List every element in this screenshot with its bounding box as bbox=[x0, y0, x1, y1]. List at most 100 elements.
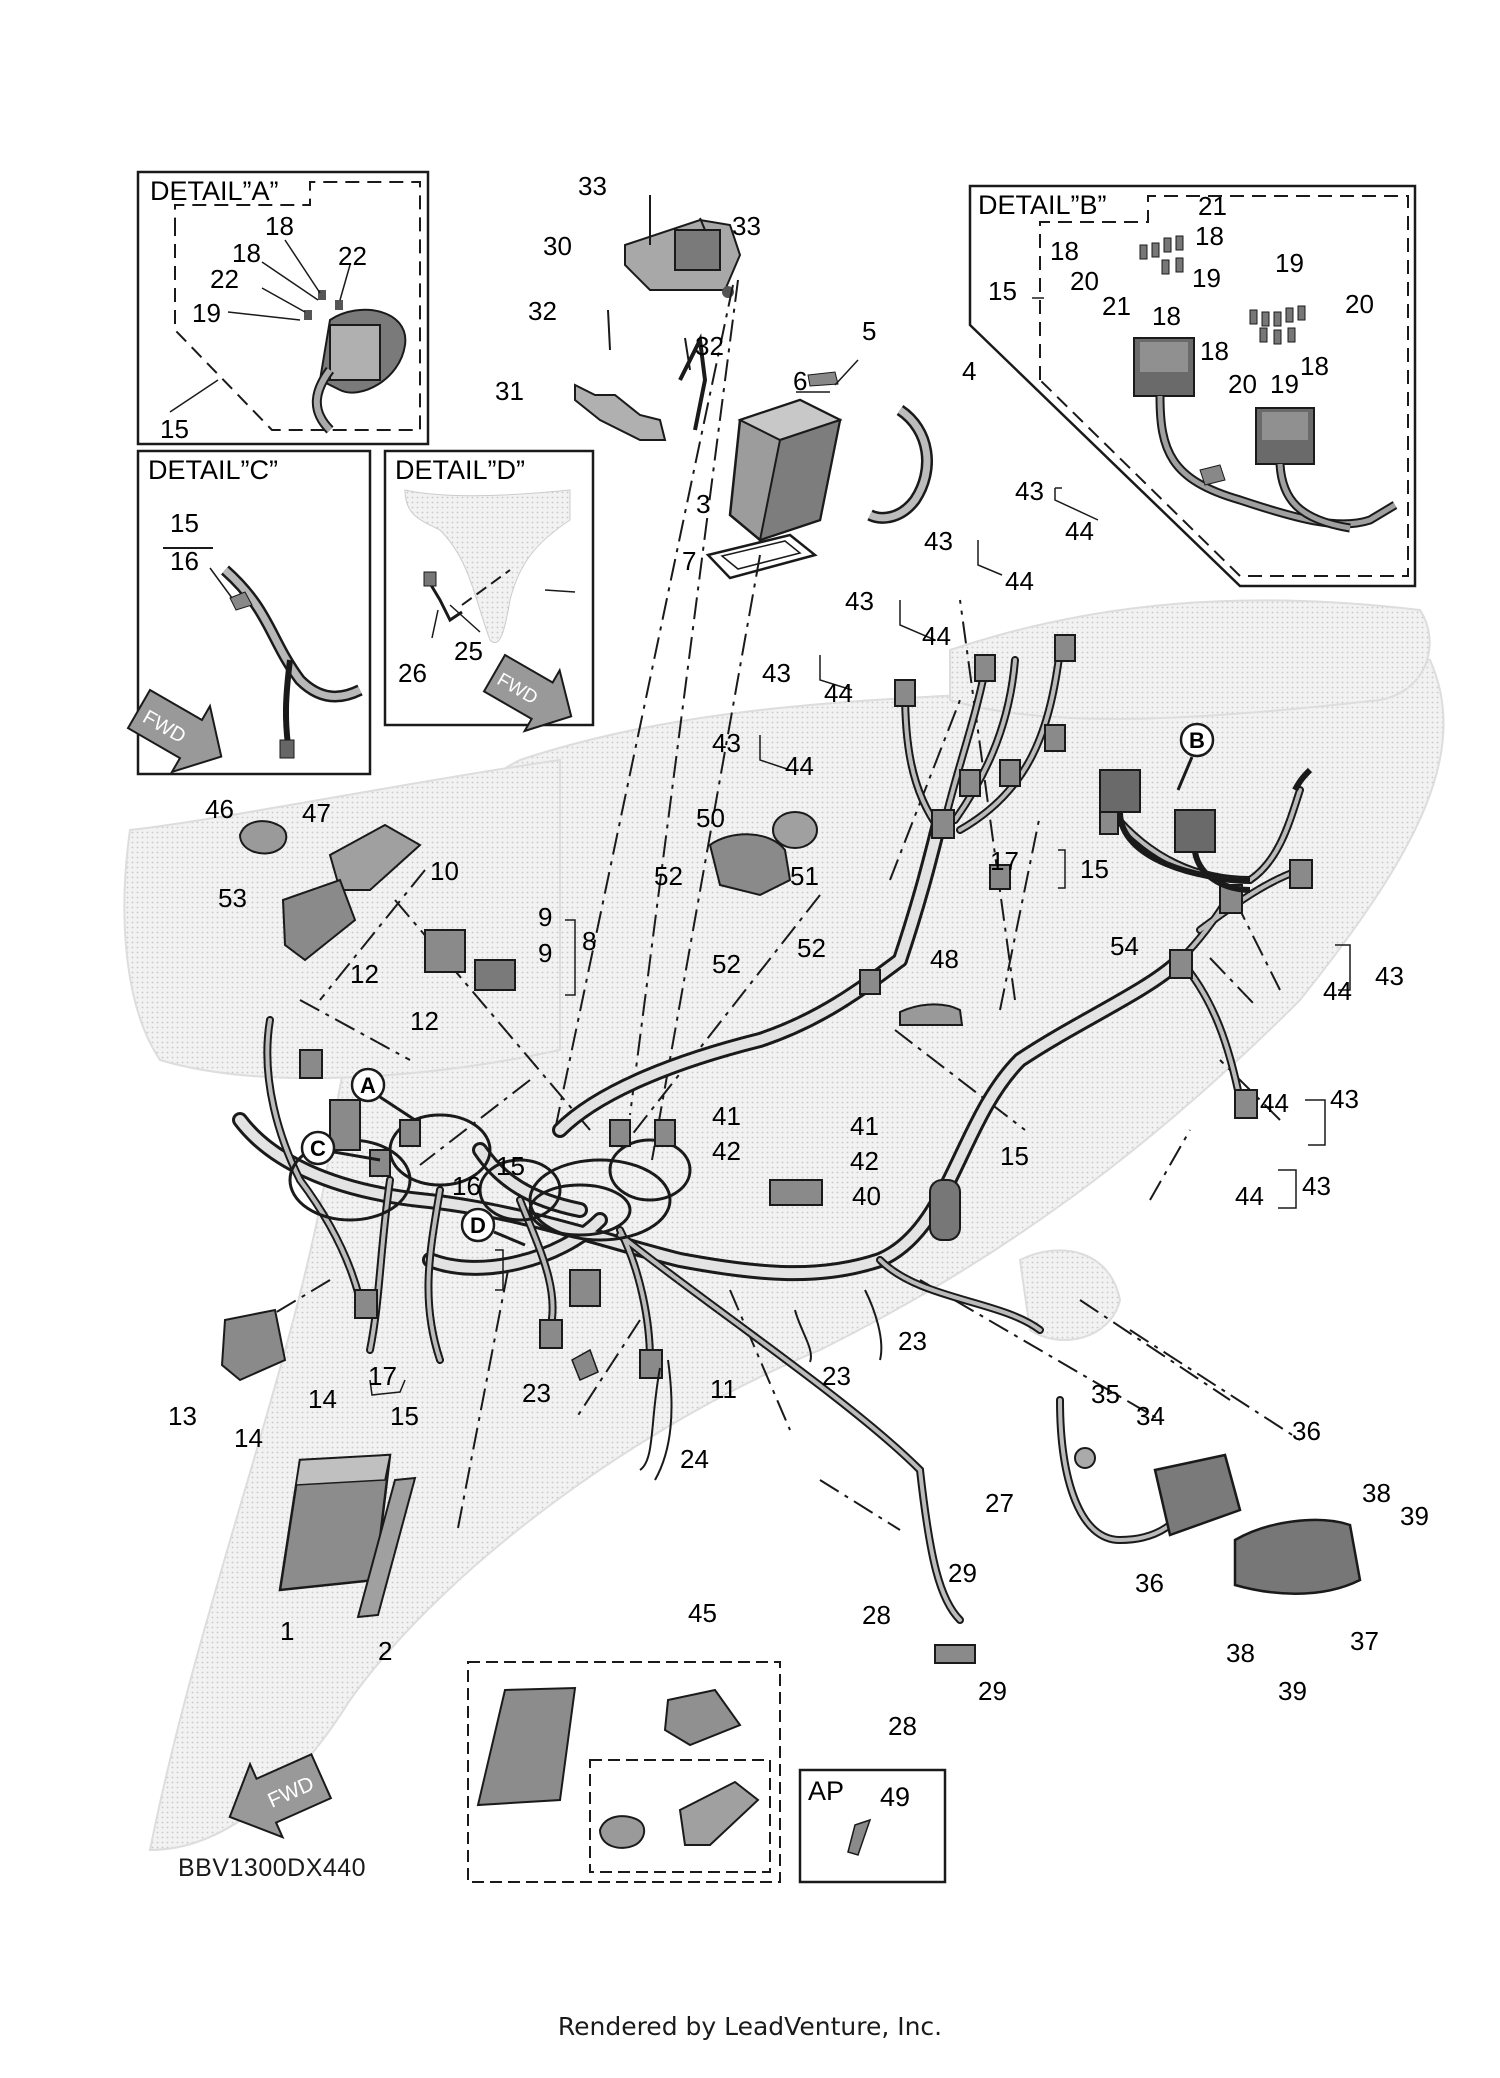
part-number-label: 41 bbox=[850, 1111, 879, 1141]
main-wire-harness bbox=[232, 634, 1313, 1624]
part-number-label: 15 bbox=[160, 414, 189, 444]
part-number-label: 36 bbox=[1292, 1416, 1321, 1446]
part-number-label: 43 bbox=[762, 658, 791, 688]
part-number-label: 42 bbox=[712, 1136, 741, 1166]
part-number-label: 21 bbox=[1198, 191, 1227, 221]
part-number-label: 52 bbox=[712, 949, 741, 979]
part-number-label: 52 bbox=[654, 861, 683, 891]
diagram-code: BBV1300DX440 bbox=[178, 1854, 367, 1882]
part-number-label: 36 bbox=[1135, 1568, 1164, 1598]
detail-c-panel: DETAIL”C” FWD bbox=[126, 449, 372, 776]
part-number-label: 54 bbox=[1110, 931, 1139, 961]
part-number-label: 48 bbox=[930, 944, 959, 974]
detail-b-panel: DETAIL”B” bbox=[968, 184, 1417, 588]
part-number-label: 16 bbox=[170, 546, 199, 576]
part-number-label: 18 bbox=[265, 211, 294, 241]
part-number-label: 44 bbox=[1005, 566, 1034, 596]
part-number-label: 19 bbox=[192, 298, 221, 328]
callout-c: C bbox=[300, 1130, 381, 1166]
battery-assembly bbox=[544, 195, 933, 593]
ap-label: AP bbox=[808, 1776, 844, 1806]
part-number-label: 24 bbox=[680, 1444, 709, 1474]
detail-d-title: DETAIL”D” bbox=[395, 455, 525, 485]
fwd-arrow-c: FWD bbox=[126, 688, 223, 774]
part-number-label: 51 bbox=[790, 861, 819, 891]
svg-text:A: A bbox=[360, 1073, 376, 1098]
part-number-label: 20 bbox=[1345, 289, 1374, 319]
part-number-label: 40 bbox=[852, 1181, 881, 1211]
part-number-label: 19 bbox=[1275, 248, 1304, 278]
part-number-label: 44 bbox=[1323, 976, 1352, 1006]
fwd-arrow-d: FWD bbox=[482, 653, 573, 733]
part-number-label: 18 bbox=[1050, 236, 1079, 266]
part-number-label: 43 bbox=[1015, 476, 1044, 506]
part-number-label: 44 bbox=[1260, 1088, 1289, 1118]
svg-text:C: C bbox=[310, 1136, 326, 1161]
part-number-label: 32 bbox=[695, 331, 724, 361]
part-number-label: 6 bbox=[793, 366, 807, 396]
part-number-label: 43 bbox=[1302, 1171, 1331, 1201]
part-number-label: 33 bbox=[732, 211, 761, 241]
part-number-label: 42 bbox=[850, 1146, 879, 1176]
part-number-label: 43 bbox=[845, 586, 874, 616]
parts-graphics: FWD bbox=[220, 811, 1362, 1884]
part-number-label: 38 bbox=[1362, 1478, 1391, 1508]
part-number-label: 15 bbox=[390, 1401, 419, 1431]
part-number-label: 17 bbox=[368, 1361, 397, 1391]
part-number-label: 39 bbox=[1278, 1676, 1307, 1706]
part-number-label: 18 bbox=[1195, 221, 1224, 251]
part-number-label: 14 bbox=[234, 1423, 263, 1453]
part-number-label: 50 bbox=[696, 803, 725, 833]
part-number-label: 44 bbox=[785, 751, 814, 781]
ap-part-49: 49 bbox=[880, 1782, 910, 1812]
part-number-label: 39 bbox=[1400, 1501, 1429, 1531]
part-number-label: 15 bbox=[988, 276, 1017, 306]
fwd-arrow-main: FWD bbox=[228, 1753, 333, 1839]
part-number-label: 27 bbox=[985, 1488, 1014, 1518]
part-number-label: 41 bbox=[712, 1101, 741, 1131]
part-number-label: 23 bbox=[522, 1378, 551, 1408]
part-number-label: 16 bbox=[452, 1171, 481, 1201]
part-number-label: 35 bbox=[1091, 1379, 1120, 1409]
part-number-label: 2 bbox=[378, 1636, 392, 1666]
part-number-label: 20 bbox=[1070, 266, 1099, 296]
part-number-label: 23 bbox=[898, 1326, 927, 1356]
part-number-label: 38 bbox=[1226, 1638, 1255, 1668]
part-number-label: 25 bbox=[454, 636, 483, 666]
part-number-label: 44 bbox=[922, 621, 951, 651]
part-number-label: 28 bbox=[888, 1711, 917, 1741]
part-number-label: 15 bbox=[170, 508, 199, 538]
part-number-label: 29 bbox=[978, 1676, 1007, 1706]
part-number-label: 18 bbox=[1152, 301, 1181, 331]
part-number-label: 15 bbox=[496, 1151, 525, 1181]
part-number-label: 52 bbox=[797, 933, 826, 963]
part-number-label: 43 bbox=[924, 526, 953, 556]
part-number-label: 53 bbox=[218, 883, 247, 913]
detail-b-title: DETAIL”B” bbox=[978, 190, 1107, 220]
part-number-label: 23 bbox=[822, 1361, 851, 1391]
part-number-label: 17 bbox=[990, 846, 1019, 876]
part-number-label: 44 bbox=[824, 678, 853, 708]
part-number-label: 18 bbox=[1200, 336, 1229, 366]
part-number-label: 3 bbox=[696, 489, 710, 519]
callouts: A B C D bbox=[300, 722, 1215, 1247]
part-number-label: 18 bbox=[232, 238, 261, 268]
part-number-label: 11 bbox=[710, 1374, 737, 1404]
part-number-label: 5 bbox=[862, 316, 876, 346]
part-number-label: 15 bbox=[1080, 854, 1109, 884]
part-number-label: 15 bbox=[1000, 1141, 1029, 1171]
part-number-label: 18 bbox=[1300, 351, 1329, 381]
part-number-label: 44 bbox=[1065, 516, 1094, 546]
svg-text:B: B bbox=[1189, 728, 1205, 753]
part-number-label: 28 bbox=[862, 1600, 891, 1630]
part-number-label: 10 bbox=[430, 856, 459, 886]
part-number-label: 31 bbox=[495, 376, 524, 406]
detail-a-panel: DETAIL”A” bbox=[136, 170, 430, 446]
callout-d: D bbox=[460, 1207, 526, 1247]
part-number-label: 34 bbox=[1136, 1401, 1165, 1431]
part-number-label: 12 bbox=[350, 959, 379, 989]
svg-text:D: D bbox=[470, 1213, 486, 1238]
